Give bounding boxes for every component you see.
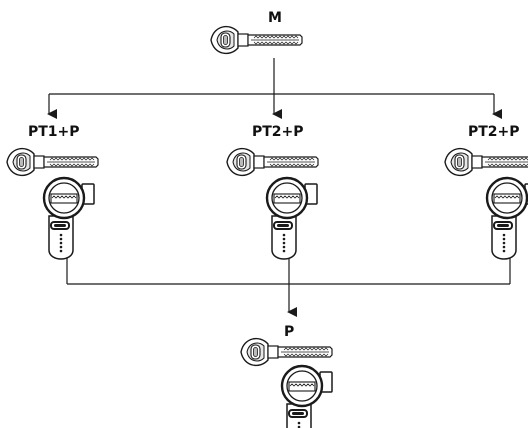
group-2-cylinder-icon (267, 178, 317, 259)
group-1-cylinder-icon (44, 178, 94, 259)
bottom-key-icon (241, 339, 332, 366)
group-2-label: PT2+P (252, 124, 304, 140)
master-key-icon (211, 27, 302, 54)
master-key-label: M (268, 10, 282, 26)
group-2-key-icon (227, 149, 318, 176)
group-3-key-icon (445, 149, 528, 176)
group-3-cylinder-icon (487, 178, 528, 259)
bottom-label: P (284, 324, 294, 340)
group-3-label: PT2+P (468, 124, 520, 140)
group-1-label: PT1+P (28, 124, 80, 140)
group-1-key-icon (7, 149, 98, 176)
bottom-cylinder-icon (282, 366, 332, 428)
